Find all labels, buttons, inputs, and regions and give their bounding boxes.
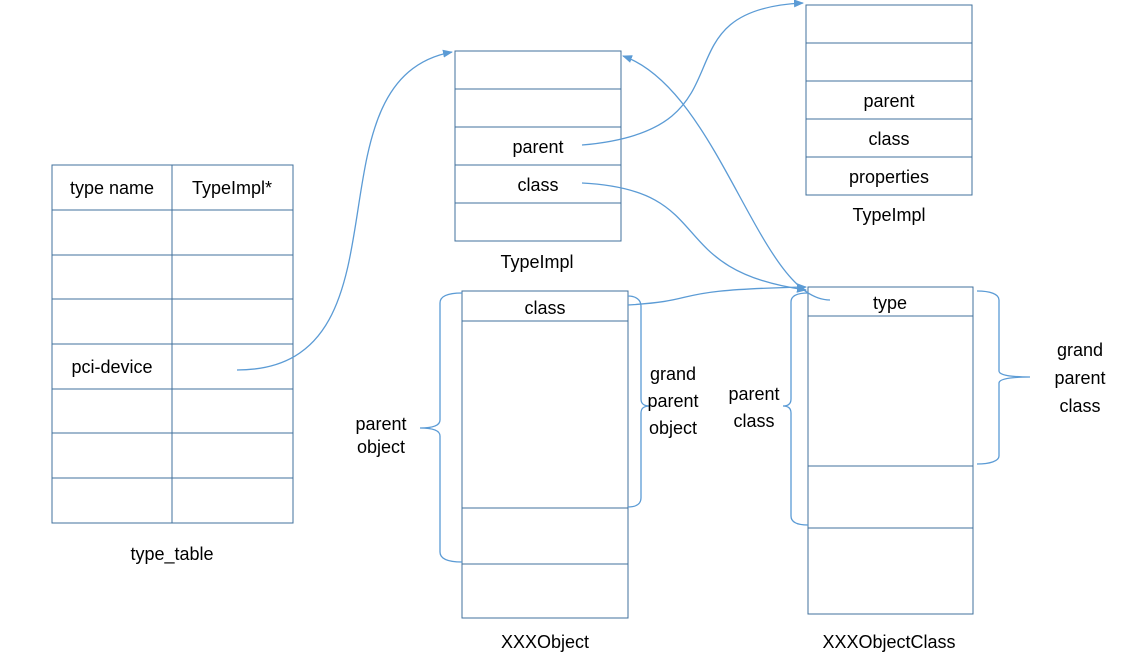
parent-class-label: parent (728, 384, 779, 404)
typeimpl-center-caption: TypeImpl (500, 252, 573, 272)
objectclass-type-to-typeimpl-arrow (622, 55, 831, 301)
grand-parent-object-label: grand (650, 364, 696, 384)
pci-device-to-typeimpl-arrow (236, 49, 453, 371)
typeimpl-right: parent class properties TypeImpl (805, 4, 973, 225)
xxx-object: class XXXObject parent object grand pare… (355, 290, 699, 652)
xxx-object-class-field-type: type (873, 293, 907, 313)
typeimpl-right-frame (805, 4, 973, 196)
grand-parent-class-label: class (1059, 396, 1100, 416)
parent-object-brace (419, 292, 463, 563)
xxx-object-frame (461, 290, 629, 619)
typeimpl-center-field-class: class (517, 175, 558, 195)
xxx-object-class-caption: XXXObjectClass (822, 632, 955, 652)
parent-class-brace (782, 292, 809, 526)
grand-parent-object-label: object (649, 418, 697, 438)
grand-parent-object-brace (627, 295, 651, 508)
grand-parent-class-label: parent (1054, 368, 1105, 388)
type-table: type name TypeImpl* pci-device type_tabl… (51, 164, 294, 565)
xxx-object-caption: XXXObject (501, 632, 589, 652)
parent-object-label: object (357, 437, 405, 457)
typeimpl-right-field-parent: parent (863, 91, 914, 111)
xxx-object-field-class: class (524, 298, 565, 318)
parent-class-label: class (733, 411, 774, 431)
typeimpl-center: parent class TypeImpl (454, 50, 622, 272)
object-class-to-objectclass-arrow (627, 283, 807, 306)
grand-parent-class-label: grand (1057, 340, 1103, 360)
parent-object-label: parent (355, 414, 406, 434)
parent-to-typeimpl-arrow (581, 0, 804, 146)
class-to-objectclass-arrow (581, 182, 807, 293)
type-table-cell-pci-device: pci-device (71, 357, 152, 377)
typeimpl-center-field-parent: parent (512, 137, 563, 157)
typeimpl-center-frame (454, 50, 622, 242)
type-table-caption: type_table (130, 544, 213, 565)
typeimpl-right-caption: TypeImpl (852, 205, 925, 225)
type-table-header-type-name: type name (70, 178, 154, 198)
type-table-header-typeimpl: TypeImpl* (192, 178, 272, 198)
xxx-object-class-frame (807, 286, 974, 615)
grand-parent-object-label: parent (647, 391, 698, 411)
xxx-object-class: type XXXObjectClass parent class grand p… (728, 286, 1106, 652)
typeimpl-right-field-properties: properties (849, 167, 929, 187)
grand-parent-class-brace (976, 290, 1031, 465)
typeimpl-right-field-class: class (868, 129, 909, 149)
